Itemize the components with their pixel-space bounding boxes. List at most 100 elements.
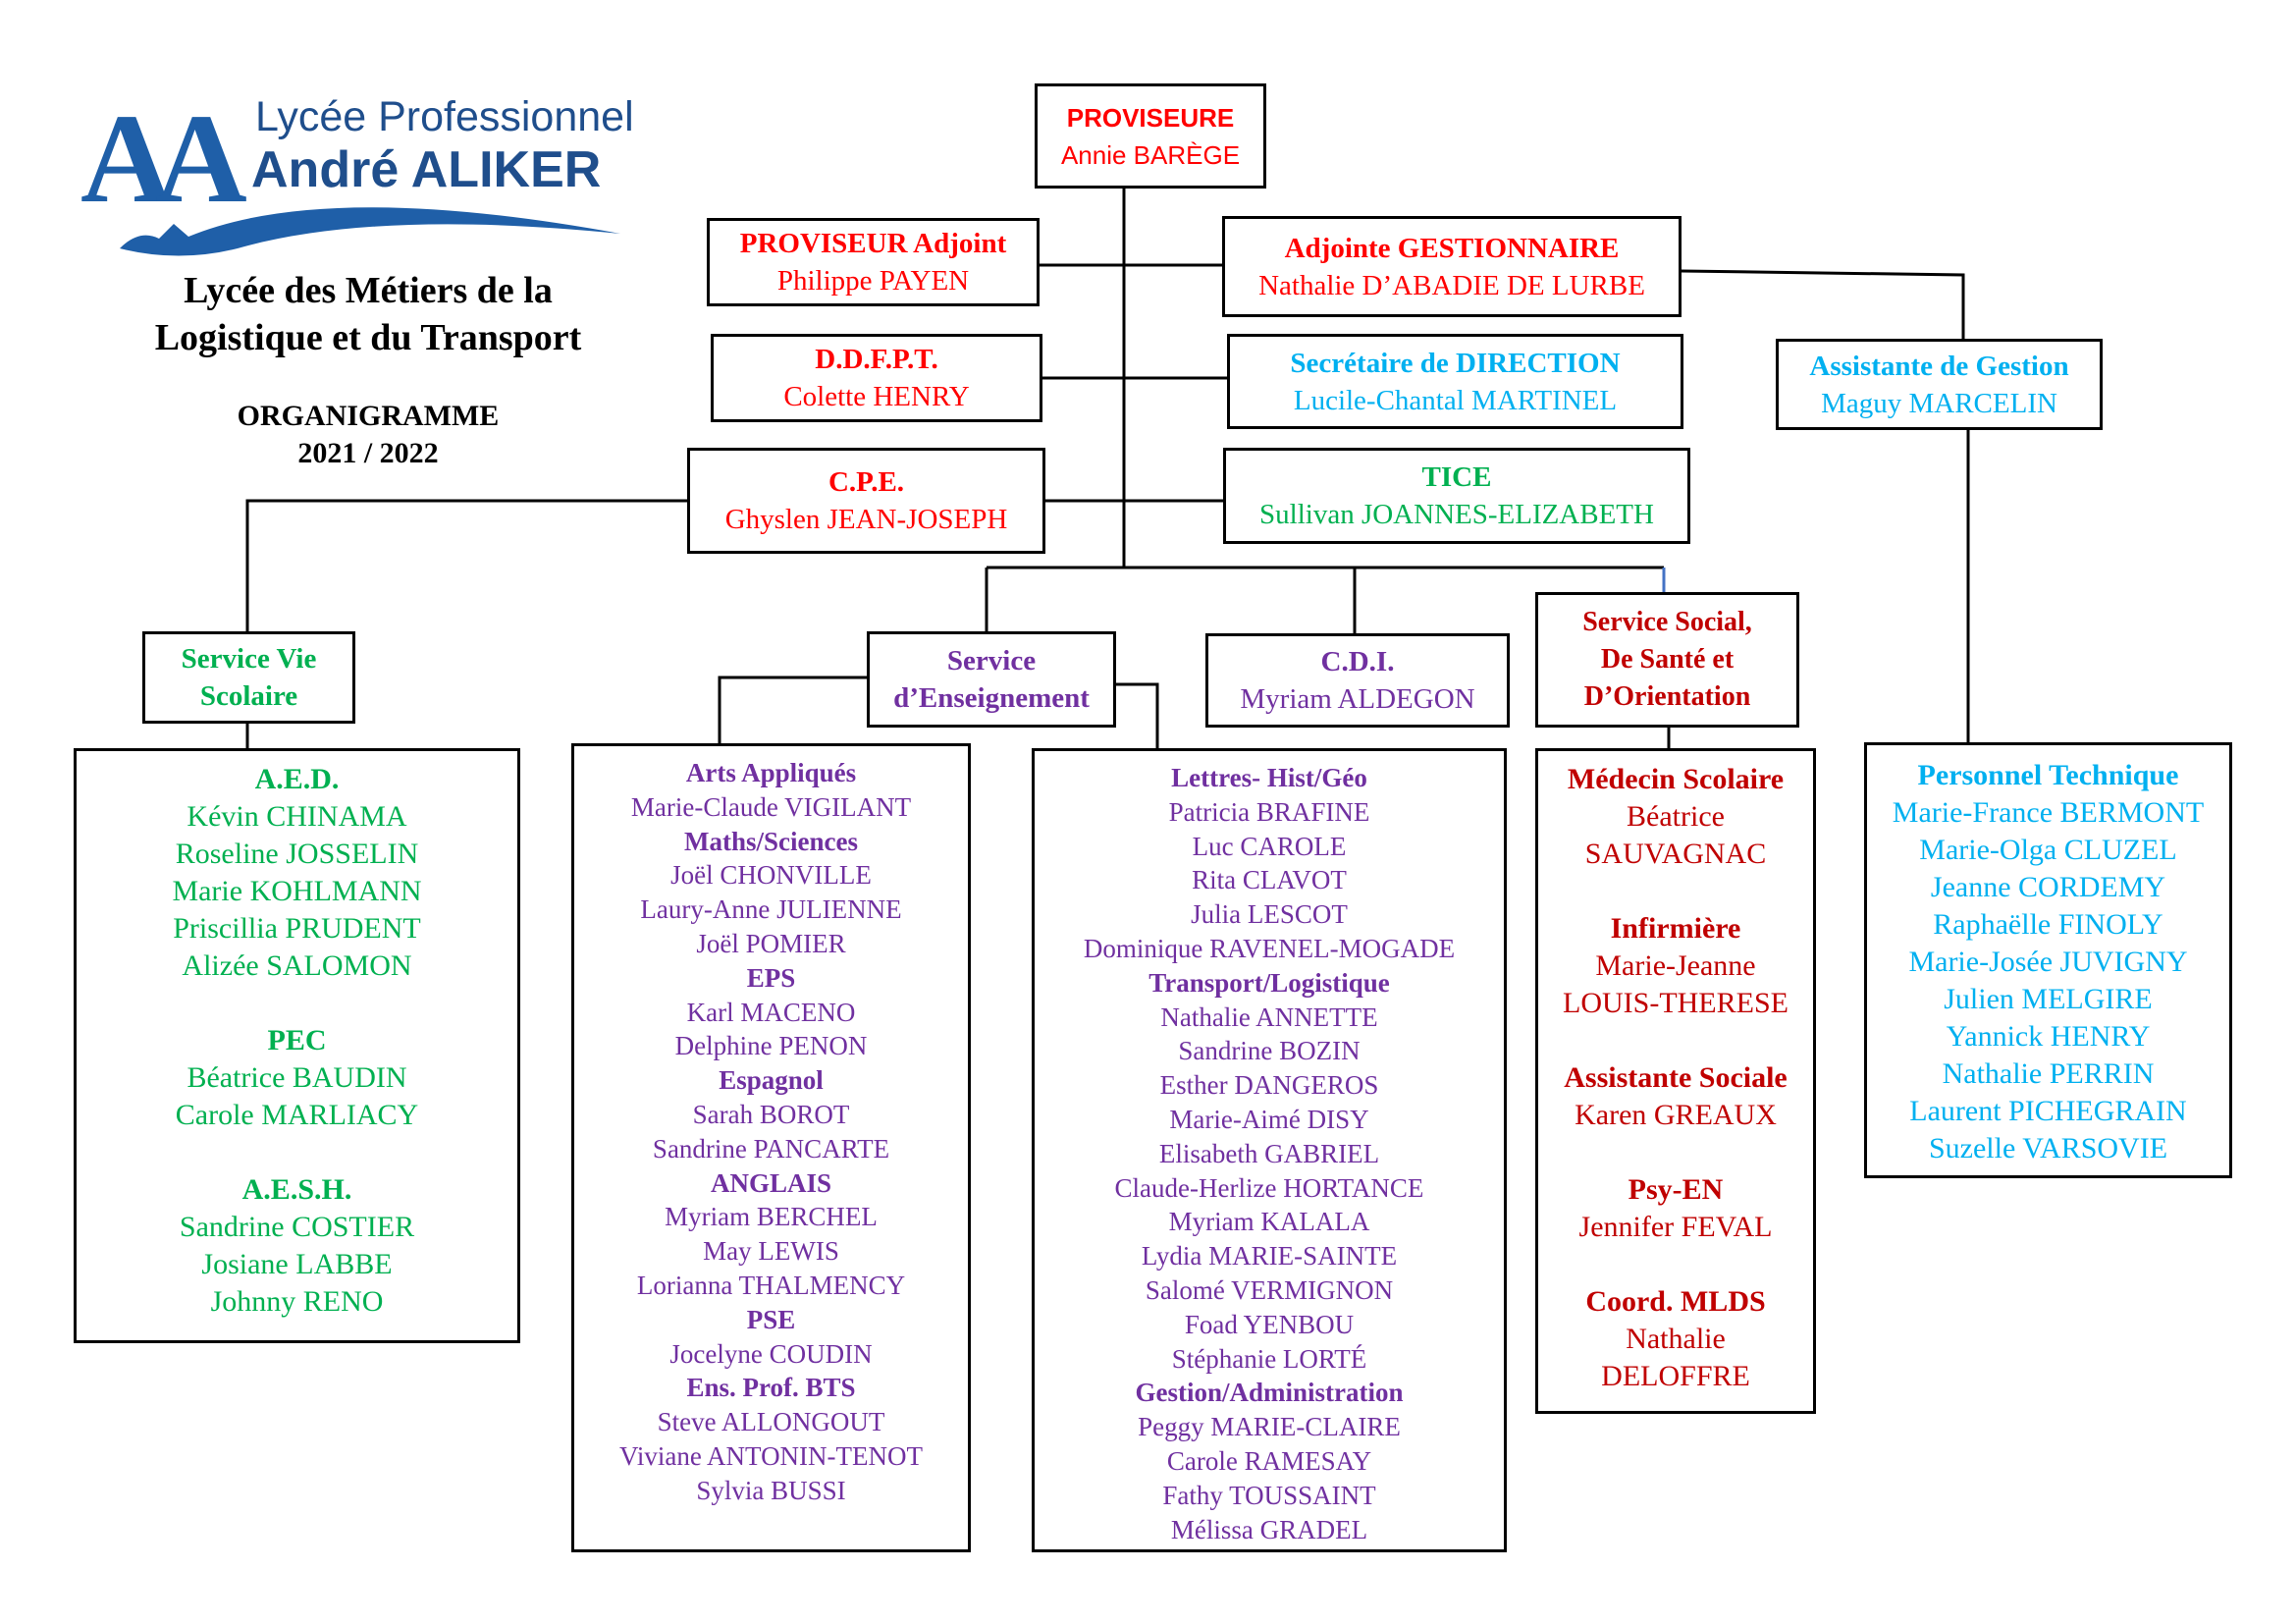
group-title: Personnel Technique xyxy=(1917,759,2179,791)
staff-name: Marie-France BERMONT xyxy=(1892,796,2205,829)
role: PROVISEUR Adjoint xyxy=(739,228,1007,259)
group-title: Lettres- Hist/Géo xyxy=(1171,763,1367,792)
group-title: Arts Appliqués xyxy=(685,758,857,787)
staff-name: Joël POMIER xyxy=(696,928,846,958)
group-title: PSE xyxy=(746,1304,796,1334)
label: d’Enseignement xyxy=(893,682,1090,714)
staff-name: Julien MELGIRE xyxy=(1944,983,2153,1015)
staff-name: Carole RAMESAY xyxy=(1166,1445,1372,1476)
staff-name: Carole MARLIACY xyxy=(175,1099,419,1131)
group-title: Espagnol xyxy=(719,1065,824,1096)
staff-name: Béatrice BAUDIN xyxy=(187,1061,407,1094)
staff-name: Steve ALLONGOUT xyxy=(657,1407,885,1437)
staff-name: Laury-Anne JULIENNE xyxy=(640,894,902,925)
staff-name: Julia LESCOT xyxy=(1191,899,1348,930)
school-year: 2021 / 2022 xyxy=(297,437,439,469)
title-line-1: Lycée des Métiers de la xyxy=(184,270,553,311)
proviseur-adjoint-box: PROVISEUR Adjoint Philippe PAYEN xyxy=(707,218,1040,306)
staff-name: Raphaëlle FINOLY xyxy=(1933,908,2163,941)
staff-name: Priscillia PRUDENT xyxy=(173,912,421,945)
staff-name: Sandrine COSTIER xyxy=(179,1211,415,1243)
staff-name: Nathalie ANNETTE xyxy=(1160,1001,1378,1032)
staff-name: Rita CLAVOT xyxy=(1192,865,1347,895)
staff-name: Fathy TOUSSAINT xyxy=(1162,1480,1376,1510)
staff-name: Sandrine PANCARTE xyxy=(652,1133,890,1164)
staff-name: Patricia BRAFINE xyxy=(1168,796,1370,827)
label: Service Social, xyxy=(1582,607,1752,637)
staff-name: Foad YENBOU xyxy=(1184,1309,1355,1339)
staff-name: May LEWIS xyxy=(703,1236,839,1267)
doc-title: ORGANIGRAMME 2021 / 2022 xyxy=(59,398,677,472)
staff-name: Karl MACENO xyxy=(686,997,856,1027)
group-title: ANGLAIS xyxy=(710,1167,832,1198)
name: Myriam ALDEGON xyxy=(1240,683,1475,715)
staff-name: Laurent PICHEGRAIN xyxy=(1909,1095,2187,1127)
staff-name: Myriam BERCHEL xyxy=(665,1202,878,1232)
role: C.P.E. xyxy=(828,466,905,498)
group-title: PEC xyxy=(267,1024,327,1056)
label: Service xyxy=(946,645,1037,677)
group-title: Ens. Prof. BTS xyxy=(686,1373,856,1403)
name: Sullivan JOANNES-ELIZABETH xyxy=(1259,499,1654,530)
staff-name: Salomé VERMIGNON xyxy=(1145,1274,1394,1305)
secretaire-box: Secrétaire de DIRECTION Lucile-Chantal M… xyxy=(1227,334,1683,429)
logo-monogram: AA xyxy=(80,91,246,230)
staff-name: Jocelyne COUDIN xyxy=(669,1338,873,1369)
staff-name: Johnny RENO xyxy=(210,1285,384,1318)
label: Scolaire xyxy=(199,680,298,712)
title-line-2: Logistique et du Transport xyxy=(154,317,582,358)
name: Colette HENRY xyxy=(783,381,970,412)
group-title: A.E.D. xyxy=(254,763,340,795)
staff-name: Marie KOHLMANN xyxy=(172,875,422,907)
group-title: Infirmière xyxy=(1610,912,1741,945)
service-vie-scolaire-box: Service Vie Scolaire xyxy=(142,631,355,724)
staff-name: Josiane LABBE xyxy=(201,1248,393,1280)
service-social-box: Service Social, De Santé et D’Orientatio… xyxy=(1535,592,1799,728)
staff-name: Joël CHONVILLE xyxy=(670,860,872,891)
staff-name: Karen GREAUX xyxy=(1575,1099,1777,1131)
tice-box: TICE Sullivan JOANNES-ELIZABETH xyxy=(1223,448,1690,544)
staff-name: Béatrice xyxy=(1627,800,1725,833)
staff-name: Yannick HENRY xyxy=(1946,1020,2151,1053)
staff-name: Sandrine BOZIN xyxy=(1178,1036,1361,1066)
organigramme-label: ORGANIGRAMME xyxy=(237,400,500,432)
staff-name: Myriam KALALA xyxy=(1168,1207,1370,1237)
role: PROVISEURE xyxy=(1066,102,1235,133)
role: TICE xyxy=(1421,461,1492,493)
group-title: Coord. MLDS xyxy=(1585,1285,1766,1318)
staff-name: Peggy MARIE-CLAIRE xyxy=(1138,1412,1401,1442)
staff-name: Delphine PENON xyxy=(674,1031,868,1061)
logo-line1: Lycée Professionnel xyxy=(255,93,634,140)
staff-name: Kévin CHINAMA xyxy=(187,800,407,833)
service-enseignement-box: Service d’Enseignement xyxy=(867,631,1116,728)
cdi-box: C.D.I. Myriam ALDEGON xyxy=(1205,633,1510,728)
role: Adjointe GESTIONNAIRE xyxy=(1284,232,1620,264)
group-title: Psy-EN xyxy=(1628,1173,1724,1206)
label: Service Vie xyxy=(181,643,317,675)
staff-name: SAUVAGNAC xyxy=(1584,838,1767,870)
cpe-box: C.P.E. Ghyslen JEAN-JOSEPH xyxy=(687,448,1045,554)
staff-name: Marie-Jeanne xyxy=(1595,949,1756,982)
group-title: Transport/Logistique xyxy=(1148,967,1390,998)
assistante-gestion-box: Assistante de Gestion Maguy MARCELIN xyxy=(1776,339,2103,430)
staff-name: Jennifer FEVAL xyxy=(1578,1211,1773,1243)
name: Philippe PAYEN xyxy=(776,265,970,297)
proviseure-box: PROVISEURE Annie BARÈGE xyxy=(1035,83,1266,189)
ddfpt-box: D.D.F.P.T. Colette HENRY xyxy=(711,334,1042,422)
staff-name: Alizée SALOMON xyxy=(182,949,412,982)
staff-name: Claude-Herlize HORTANCE xyxy=(1114,1172,1424,1203)
group-title: Gestion/Administration xyxy=(1135,1378,1404,1408)
name: Maguy MARCELIN xyxy=(1821,387,2057,419)
staff-name: Nathalie xyxy=(1626,1323,1726,1355)
staff-name: Luc CAROLE xyxy=(1192,831,1347,861)
staff-name: Nathalie PERRIN xyxy=(1942,1057,2155,1090)
staff-name: Stéphanie LORTÉ xyxy=(1171,1343,1367,1374)
staff-name: Marie-Josée JUVIGNY xyxy=(1908,946,2188,978)
role: Assistante de Gestion xyxy=(1809,350,2069,382)
school-title: Lycée des Métiers de la Logistique et du… xyxy=(59,267,677,361)
label: D’Orientation xyxy=(1583,681,1751,712)
name: Nathalie D’ABADIE DE LURBE xyxy=(1258,269,1645,301)
